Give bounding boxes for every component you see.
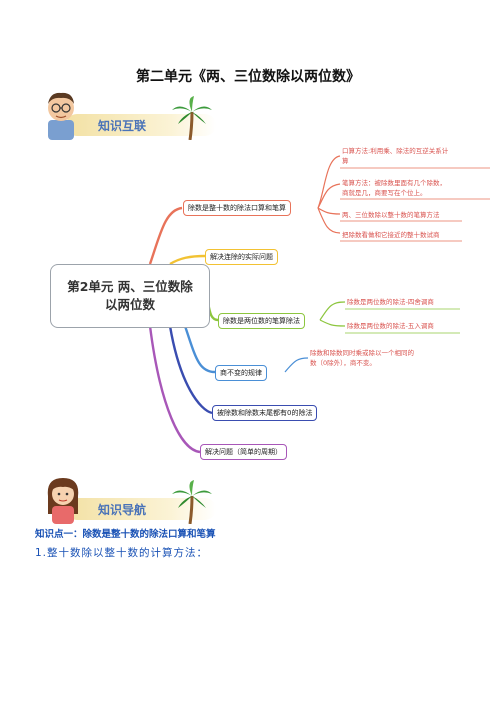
leaf-1-4: 把除数看做和它接近的整十数试商 [342, 231, 440, 239]
branch-node-6: 解决问题（简单的周期） [200, 444, 287, 460]
method-subheading: 1.整十数除以整十数的计算方法： [35, 547, 209, 559]
branch-node-1: 除数是整十数的除法口算和笔算 [183, 200, 291, 216]
leaf-1-1: 口算方法:利用乘、除法的互逆关系计 算 [342, 147, 449, 165]
mind-map-connectors [148, 155, 490, 454]
banner-knowledge-link: 知识互联 [40, 88, 220, 140]
central-line-1: 第2单元 两、三位数除 [67, 279, 193, 294]
leaf-4-1: 除数和除数同时乘或除以一个相同的 数（0除外），商不变。 [310, 349, 414, 367]
banner-ribbon [66, 114, 216, 136]
banner-label: 知识互联 [98, 119, 147, 133]
knowledge-point-heading: 知识点一：除数是整十数的除法口算和笔算 [35, 529, 216, 540]
branch-node-5: 被除数和除数末尾都有0的除法 [212, 405, 318, 421]
leaf-1-2: 笔算方法：被除数里面有几个除数， 商就是几，商要写在个位上。 [342, 179, 446, 197]
mind-map: 第2单元 两、三位数除 以两位数 除数是整十数的除法口算和笔算 解决连除的实际问… [0, 0, 496, 460]
branch-node-2: 解决连除的实际问题 [205, 249, 278, 265]
banner-ribbon [66, 498, 216, 520]
page-title: 第二单元《两、三位数除以两位数》 [136, 69, 360, 85]
palm-tree-icon [172, 96, 212, 140]
branch-node-3: 除数是两位数的笔算除法 [218, 313, 305, 329]
palm-tree-icon [172, 480, 212, 524]
banner-knowledge-nav: 知识导航 [40, 474, 220, 524]
banner-label: 知识导航 [98, 503, 147, 517]
girl-icon [47, 478, 79, 524]
branch-node-4: 商不变的规律 [215, 365, 267, 381]
mind-map-central-node: 第2单元 两、三位数除 以两位数 [50, 264, 210, 328]
leaf-3-1: 除数是两位数的除法-四舍调商 [347, 298, 434, 306]
leaf-1-3: 两、三位数除以整十数的笔算方法 [342, 211, 440, 219]
boy-with-glasses-icon [48, 92, 74, 140]
leaf-3-2: 除数是两位数的除法-五入调商 [347, 322, 434, 330]
central-line-2: 以两位数 [104, 297, 155, 312]
